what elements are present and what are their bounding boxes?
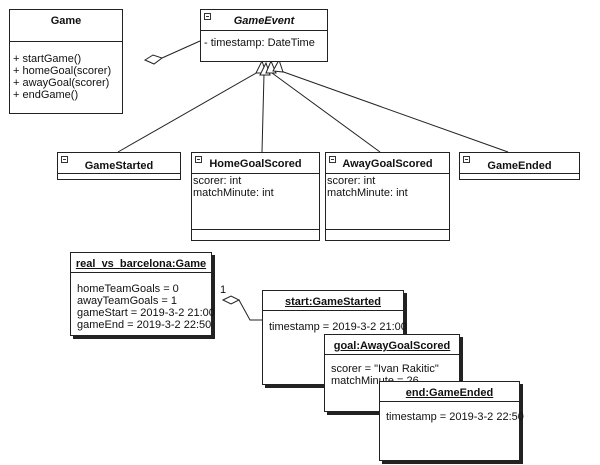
multiplicity-label: 1 xyxy=(220,284,227,296)
class-awaygoalscored-name: AwayGoalScored xyxy=(342,158,433,170)
class-awaygoalscored-attributes: scorer: int matchMinute: int xyxy=(327,175,447,199)
class-gamestarted-name: GameStarted xyxy=(84,160,154,172)
collapse-icon[interactable] xyxy=(61,156,68,163)
class-game[interactable]: Game + startGame() + homeGoal(scorer) + … xyxy=(9,9,123,114)
slot: gameEnd = 2019-3-2 22:50 xyxy=(77,319,212,331)
class-gameevent-name: GameEvent xyxy=(233,15,295,27)
slot: homeTeamGoals = 0 xyxy=(77,283,179,295)
generalization-line-gameended xyxy=(277,69,509,153)
class-homegoalscored[interactable]: HomeGoalScored scorer: int matchMinute: … xyxy=(191,152,320,241)
object-real-vs-barcelona[interactable]: real_vs_barcelona:Game homeTeamGoals = 0… xyxy=(70,252,215,336)
class-game-name: Game xyxy=(50,15,82,27)
slot: scorer = "Ivan Rakitic" xyxy=(331,363,439,375)
attribute: matchMinute: int xyxy=(193,187,274,199)
operation: + startGame() xyxy=(13,53,82,65)
class-awaygoalscored[interactable]: AwayGoalScored scorer: int matchMinute: … xyxy=(325,152,450,241)
class-gameended-name: GameEnded xyxy=(487,160,552,172)
generalization-line-gamestarted xyxy=(117,71,259,153)
class-homegoalscored-name: HomeGoalScored xyxy=(209,158,302,170)
class-game-operations: + startGame() + homeGoal(scorer) + awayG… xyxy=(13,53,120,101)
object-goal-name: goal:AwayGoalScored xyxy=(333,340,451,352)
attribute: scorer: int xyxy=(327,175,376,187)
attribute: scorer: int xyxy=(193,175,242,187)
object-end-slots: timestamp = 2019-3-2 22:50 xyxy=(386,411,524,423)
object-start-slots: timestamp = 2019-3-2 21:00 xyxy=(269,321,407,333)
object-link-diamond xyxy=(221,295,241,305)
class-gameended[interactable]: GameEnded xyxy=(459,152,580,180)
attribute: - timestamp: DateTime xyxy=(204,37,315,49)
collapse-icon[interactable] xyxy=(204,13,211,20)
collapse-icon[interactable] xyxy=(329,156,336,163)
collapse-icon[interactable] xyxy=(463,156,470,163)
slot: timestamp = 2019-3-2 21:00 xyxy=(269,321,407,333)
operation: + endGame() xyxy=(13,89,79,101)
class-gamestarted[interactable]: GameStarted xyxy=(57,152,181,180)
class-gameevent-attributes: - timestamp: DateTime xyxy=(204,37,325,49)
generalization-line-awaygoalscored xyxy=(271,72,381,153)
object-link-line xyxy=(238,299,262,321)
slot: gameStart = 2019-3-2 21:00 xyxy=(77,307,215,319)
collapse-icon[interactable] xyxy=(195,156,202,163)
class-homegoalscored-attributes: scorer: int matchMinute: int xyxy=(193,175,317,199)
object-real-vs-barcelona-slots: homeTeamGoals = 0 awayTeamGoals = 1 game… xyxy=(77,283,215,331)
object-end[interactable]: end:GameEnded timestamp = 2019-3-2 22:50 xyxy=(379,381,524,461)
object-start-name: start:GameStarted xyxy=(285,296,381,308)
attribute: matchMinute: int xyxy=(327,187,408,199)
aggregation-line xyxy=(161,40,201,59)
object-end-name: end:GameEnded xyxy=(405,387,494,399)
aggregation-diamond xyxy=(143,54,164,65)
operation: + homeGoal(scorer) xyxy=(13,65,112,77)
object-real-vs-barcelona-name: real_vs_barcelona:Game xyxy=(75,258,207,270)
slot: timestamp = 2019-3-2 22:50 xyxy=(386,411,524,423)
slot: awayTeamGoals = 1 xyxy=(77,295,177,307)
generalization-arrowhead-4 xyxy=(272,58,284,73)
operation: + awayGoal(scorer) xyxy=(13,77,110,89)
class-gameevent[interactable]: GameEvent - timestamp: DateTime xyxy=(200,9,328,62)
generalization-line-homegoalscored xyxy=(261,73,265,153)
